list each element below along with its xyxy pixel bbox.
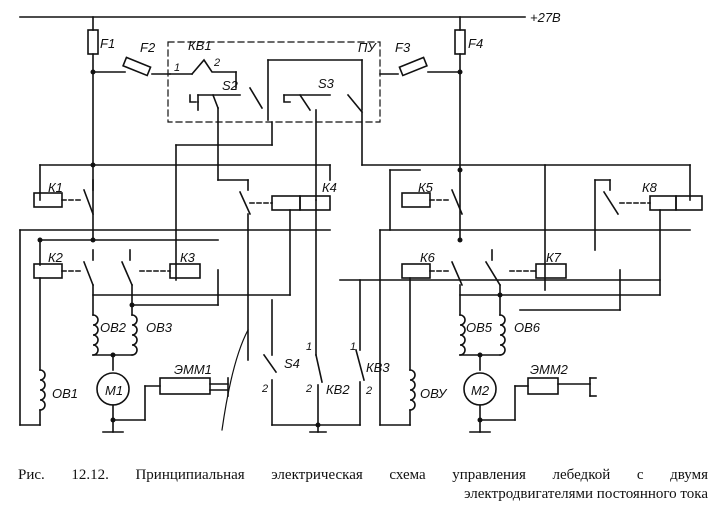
relay-k7-coil [535,263,567,279]
relay-k5-coil [401,192,431,208]
winding-ob2 [92,314,99,356]
label-kb2: КВ2 [326,382,350,397]
relay-k8-coil [649,195,677,211]
label-k5: К5 [418,180,434,195]
label-kb3: КВ3 [366,360,390,375]
control-panel-box [167,41,381,123]
label-k4: К4 [322,180,337,195]
relay-k1-coil [33,192,63,208]
label-pu: ПУ [358,40,377,55]
fuse-f4 [454,29,466,55]
fuse-f3 [398,56,428,77]
label-k6: К6 [420,250,436,265]
kb1-contact [190,58,237,76]
kb2-switch [315,354,323,383]
s4-switch [262,353,278,374]
label-k2: К2 [48,250,64,265]
relay-k6-coil [401,263,431,279]
relay-k3-coil [169,263,201,279]
label-f2: F2 [140,40,156,55]
winding-ob5 [459,314,466,356]
brake-emm1 [159,377,211,395]
label-kb2-pin1: 1 [306,341,312,353]
k8-contact [602,190,620,216]
label-kb1-pin2: 2 [213,57,220,69]
label-kb2-pin2: 2 [305,383,312,395]
label-obu: ОВУ [420,386,448,401]
label-kb3-pin1: 1 [350,341,356,353]
label-s3: S3 [318,76,335,91]
s3-switch [298,93,312,112]
label-emm1: ЭММ1 [174,362,212,377]
k4-contact [238,190,252,216]
winding-ob1 [39,369,46,411]
winding-obu [409,369,416,411]
label-ob1: ОВ1 [52,386,78,401]
label-s4: S4 [284,356,300,371]
brake-emm2 [527,377,559,395]
label-ob6: ОВ6 [514,320,541,335]
label-k8: К8 [642,180,658,195]
label-emm2: ЭММ2 [530,362,569,377]
label-kb3-pin2: 2 [365,385,372,397]
fuse-f1 [87,29,99,55]
label-ob3: ОВ3 [146,320,173,335]
label-k3: К3 [180,250,196,265]
label-k7: К7 [546,250,562,265]
label-k1: К1 [48,180,63,195]
label-ob5: ОВ5 [466,320,493,335]
label-ob2: ОВ2 [100,320,127,335]
caption-line-2: электродвигателями постоянного тока [464,486,708,502]
fuse-f2 [122,56,152,77]
label-s2: S2 [222,78,239,93]
label-kb1: КВ1 [188,38,212,53]
label-m1: М1 [105,383,123,398]
label-f4: F4 [468,36,483,51]
kb3-switch [355,349,365,381]
k5-contact [450,188,464,216]
figure-caption: Рис. 12.12. Принципиальная электрическая… [18,466,708,504]
circuit-schematic: +27В F1 F2 F3 F4 КВ1 ПУ 1 2 S2 S3 К1 К4 … [19,10,703,433]
relay-k2-coil [33,263,63,279]
label-m2: М2 [471,383,490,398]
relay-k4-coil [271,195,301,211]
label-supply: +27В [530,10,561,25]
s2-switch [211,93,220,110]
caption-line-1: Рис. 12.12. Принципиальная электрическая… [18,467,708,483]
label-s4-pin2: 2 [261,383,268,395]
label-f1: F1 [100,36,115,51]
label-kb1-pin1: 1 [174,62,180,74]
label-f3: F3 [395,40,411,55]
k1-contact [82,188,95,216]
